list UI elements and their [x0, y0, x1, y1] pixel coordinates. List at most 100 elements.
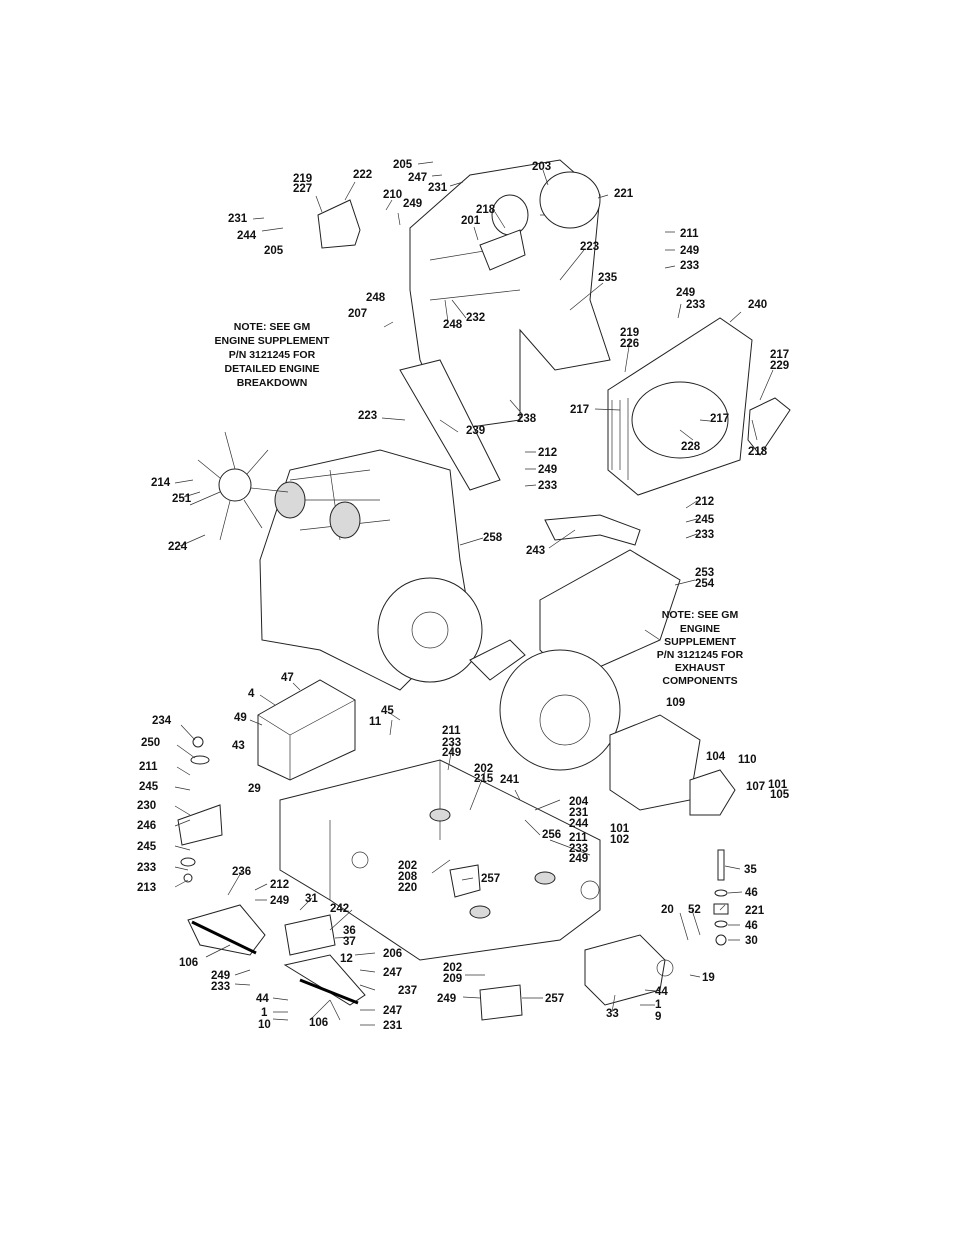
callout: 244 — [237, 230, 257, 242]
callout: 212 — [695, 496, 714, 508]
callout: 258 — [483, 532, 503, 544]
callout: 105 — [770, 789, 790, 801]
callout: 203 — [532, 161, 551, 173]
callout: 44 — [655, 986, 668, 998]
radiator — [607, 317, 791, 496]
callout: 226 — [620, 338, 639, 350]
callout: 223 — [358, 410, 377, 422]
callout: 256 — [542, 829, 561, 841]
callout: 240 — [748, 299, 767, 311]
note-engine-supplement: NOTE: SEE GM ENGINE SUPPLEMENT P/N 31212… — [215, 321, 331, 389]
svg-text:SUPPLEMENT: SUPPLEMENT — [664, 636, 736, 648]
callout: 215 — [474, 773, 494, 785]
callout: 205 — [264, 245, 284, 257]
callout: 233 — [442, 737, 461, 749]
callout: 104 — [706, 751, 726, 763]
callout: 217 — [570, 404, 589, 416]
callout: 217 — [770, 349, 789, 361]
callout: 253 — [695, 567, 714, 579]
callout: 208 — [398, 871, 418, 883]
svg-text:NOTE: SEE GM: NOTE: SEE GM — [234, 321, 311, 333]
callout: 235 — [598, 272, 618, 284]
callout: 52 — [688, 904, 701, 916]
callout: 249 — [538, 464, 557, 476]
svg-text:DETAILED ENGINE: DETAILED ENGINE — [225, 363, 320, 375]
callout: 220 — [398, 882, 417, 894]
callout: 109 — [666, 697, 685, 709]
callout: 236 — [232, 866, 251, 878]
callout: 249 — [270, 895, 289, 907]
svg-text:BREAKDOWN: BREAKDOWN — [237, 377, 308, 389]
callout: 248 — [366, 292, 386, 304]
callout: 102 — [610, 834, 629, 846]
callout-labels: 205 247 231 203 221 219 227 222 210 249 … — [137, 159, 790, 1032]
callout: 9 — [655, 1011, 661, 1023]
callout: 229 — [770, 360, 789, 372]
callout: 101 — [610, 823, 630, 835]
side-shield-right — [283, 914, 366, 1006]
callout: 206 — [383, 948, 402, 960]
callout: 231 — [569, 807, 589, 819]
flywheel-housing — [499, 649, 621, 771]
callout: 246 — [137, 820, 156, 832]
callout: 19 — [702, 972, 715, 984]
callout: 247 — [383, 1005, 402, 1017]
callout: 10 — [258, 1019, 271, 1031]
callout: 224 — [168, 541, 188, 553]
callout: 1 — [655, 999, 662, 1011]
callout: 233 — [695, 529, 714, 541]
starter-motor — [584, 934, 674, 1006]
callout: 210 — [383, 189, 402, 201]
callout: 239 — [466, 425, 485, 437]
callout: 245 — [695, 514, 715, 526]
callout: 209 — [443, 973, 462, 985]
callout: 234 — [152, 715, 172, 727]
svg-text:NOTE: SEE GM: NOTE: SEE GM — [662, 609, 739, 621]
callout: 204 — [569, 796, 589, 808]
callout: 223 — [580, 241, 599, 253]
callout: 233 — [211, 981, 230, 993]
callout: 202 — [474, 763, 493, 775]
callout: 219 — [293, 173, 312, 185]
hardware-stack-35 — [713, 849, 729, 946]
callout: 47 — [281, 672, 294, 684]
engine-tray — [279, 759, 601, 961]
hydraulic-pump — [609, 714, 736, 816]
callout: 101 — [768, 779, 788, 791]
block-257-upper — [449, 864, 481, 898]
callout: 244 — [569, 818, 589, 830]
callout: 231 — [383, 1020, 403, 1032]
callout: 214 — [151, 477, 171, 489]
callout: 227 — [293, 183, 312, 195]
svg-text:P/N 3121245 FOR: P/N 3121245 FOR — [229, 349, 316, 361]
motor-mount-stack — [177, 736, 223, 883]
callout: 1 — [261, 1007, 268, 1019]
callout: 221 — [745, 905, 765, 917]
callout: 249 — [403, 198, 422, 210]
callout: 49 — [234, 712, 247, 724]
callout: 106 — [179, 957, 198, 969]
callout: 257 — [545, 993, 564, 1005]
callout: 29 — [248, 783, 261, 795]
callout: 254 — [695, 578, 715, 590]
callout: 247 — [408, 172, 427, 184]
callout: 231 — [428, 182, 448, 194]
callout: 37 — [343, 936, 356, 948]
callout: 242 — [330, 903, 349, 915]
callout: 212 — [538, 447, 557, 459]
callout: 45 — [381, 705, 394, 717]
leader-lines — [174, 161, 774, 1026]
note-exhaust-components: NOTE: SEE GM ENGINE SUPPLEMENT P/N 31212… — [657, 609, 744, 687]
callout: 218 — [748, 446, 768, 458]
callout: 247 — [383, 967, 402, 979]
callout: 249 — [676, 287, 695, 299]
svg-text:ENGINE: ENGINE — [680, 623, 720, 635]
callout: 110 — [738, 754, 757, 766]
callout: 205 — [393, 159, 413, 171]
callout: 237 — [398, 985, 417, 997]
callout: 46 — [745, 887, 758, 899]
callout: 249 — [680, 245, 699, 257]
callout: 248 — [443, 319, 463, 331]
callout: 233 — [538, 480, 557, 492]
